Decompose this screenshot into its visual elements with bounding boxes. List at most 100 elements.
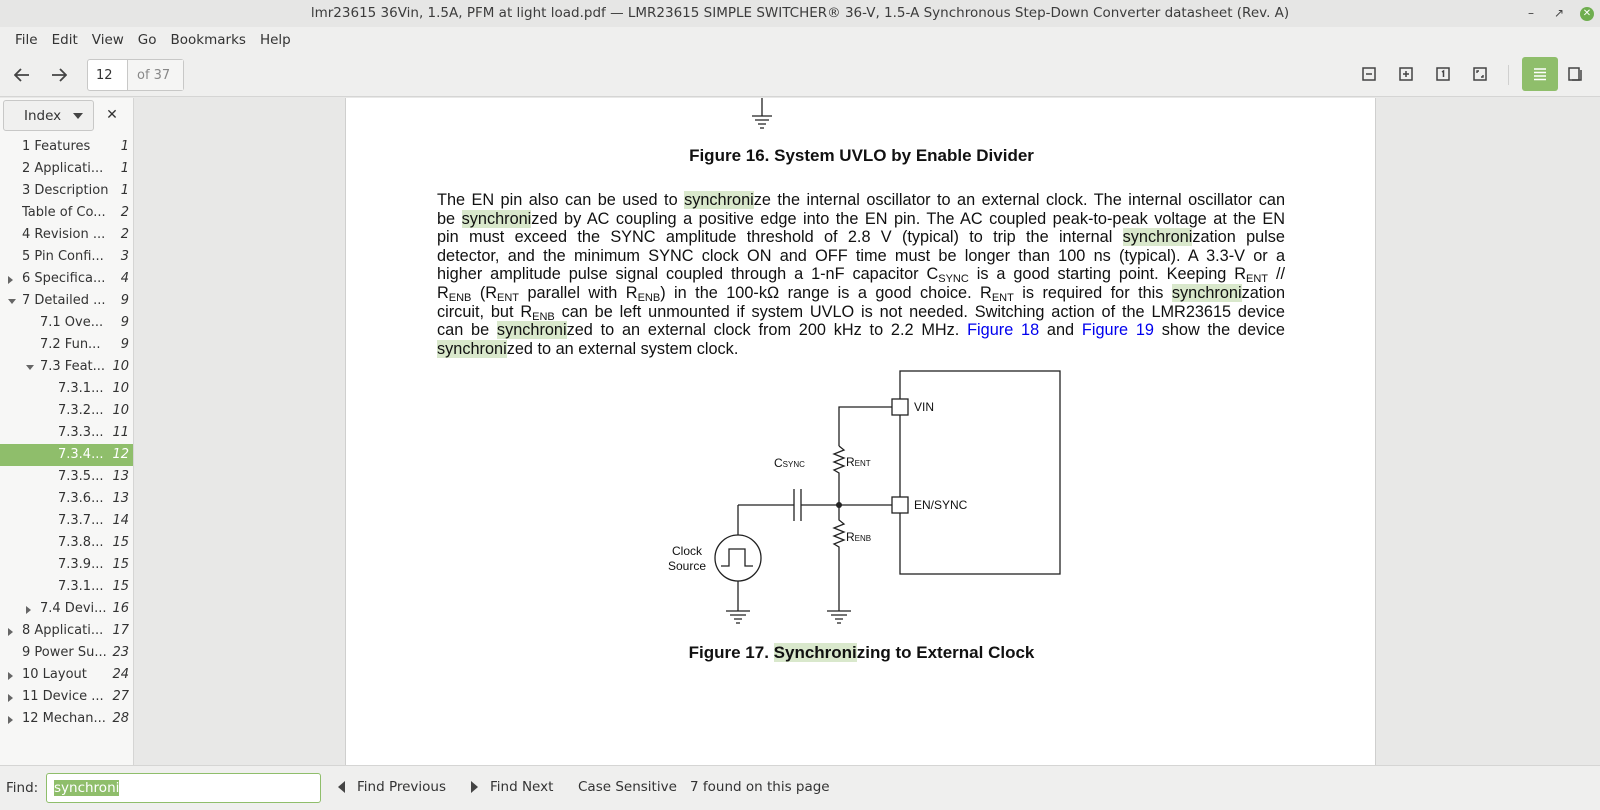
triangle-left-icon: [338, 781, 345, 793]
index-item-label: 9 Power Su...: [22, 645, 107, 660]
index-item[interactable]: 7.4 Devi...16: [0, 598, 133, 620]
index-item-label: 5 Pin Confi...: [22, 249, 104, 264]
find-previous-button[interactable]: Find Previous: [338, 779, 446, 795]
expander-closed-icon[interactable]: [26, 606, 31, 614]
zoom-in-icon[interactable]: [1393, 61, 1419, 87]
menu-help[interactable]: Help: [259, 32, 291, 48]
restore-icon[interactable]: ↗: [1553, 6, 1565, 20]
index-item-page: 15: [112, 557, 129, 572]
index-item-page: 4: [120, 271, 129, 286]
index-item-page: 28: [112, 711, 129, 726]
index-item[interactable]: 1 Features 1: [0, 136, 133, 158]
find-next-button[interactable]: Find Next: [471, 779, 553, 795]
zoom-out-icon[interactable]: [1356, 61, 1382, 87]
figure-19-link[interactable]: Figure 19: [1081, 321, 1154, 340]
index-item-label: 2 Applicati...: [22, 161, 104, 176]
index-item[interactable]: 8 Applicati...17: [0, 620, 133, 642]
menu-go[interactable]: Go: [137, 32, 157, 48]
find-bar: Find: synchroni Find Previous Find Next …: [0, 765, 1600, 810]
index-item-label: 8 Applicati...: [22, 623, 104, 638]
index-item-label: 4 Revision ...: [22, 227, 106, 242]
index-item-label: Table of Co...: [22, 205, 106, 220]
index-item[interactable]: 7.3.1... 15: [0, 576, 133, 598]
triangle-right-icon: [471, 781, 478, 793]
menu-edit[interactable]: Edit: [51, 32, 78, 48]
index-item-label: 7 Detailed ...: [22, 293, 106, 308]
index-item[interactable]: 7.2 Fun...9: [0, 334, 133, 356]
expander-open-icon[interactable]: [26, 365, 34, 370]
expander-closed-icon[interactable]: [8, 672, 13, 680]
index-item[interactable]: 7.3.3...11: [0, 422, 133, 444]
index-item[interactable]: 11 Device ...27: [0, 686, 133, 708]
index-item-label: 7.3.6...: [58, 491, 104, 506]
index-item-label: 7.3.9...: [58, 557, 104, 572]
index-item-label: 7.3.2...: [58, 403, 104, 418]
index-item-label: 7.3.1...: [58, 579, 104, 594]
expander-closed-icon[interactable]: [8, 716, 13, 724]
find-input[interactable]: synchroni: [46, 773, 321, 803]
index-item[interactable]: 7.3.4...12: [0, 444, 133, 466]
expander-closed-icon[interactable]: [8, 628, 13, 636]
label-vin: VIN: [914, 400, 935, 414]
figure-18-link[interactable]: Figure 18: [967, 321, 1040, 340]
case-sensitive-toggle[interactable]: Case Sensitive: [578, 779, 677, 795]
index-item[interactable]: 7.3.6...13: [0, 488, 133, 510]
sidebar-mode-select[interactable]: Index: [3, 100, 94, 131]
find-status: 7 found on this page: [690, 779, 830, 795]
document-viewer[interactable]: Figure 16. System UVLO by Enable Divider…: [135, 98, 1600, 765]
index-item[interactable]: 9 Power Su...23: [0, 642, 133, 664]
minimize-icon[interactable]: –: [1528, 6, 1534, 20]
index-item[interactable]: 7.3.1...10: [0, 378, 133, 400]
index-item[interactable]: 6 Specifica... 4: [0, 268, 133, 290]
index-item-page: 15: [112, 579, 129, 594]
index-item[interactable]: 12 Mechan...28: [0, 708, 133, 730]
index-item[interactable]: 5 Pin Confi... 3: [0, 246, 133, 268]
index-item[interactable]: Table of Co...2: [0, 202, 133, 224]
label-rent: RENT: [846, 455, 871, 469]
fit-page-icon[interactable]: [1467, 61, 1493, 87]
index-item[interactable]: 7.3.2...10: [0, 400, 133, 422]
index-item-label: 7.4 Devi...: [40, 601, 107, 616]
index-item-page: 10: [112, 359, 129, 374]
menu-file[interactable]: File: [15, 32, 38, 48]
forward-arrow-icon[interactable]: [45, 61, 73, 89]
expander-closed-icon[interactable]: [8, 276, 13, 284]
search-highlight: synchroni: [684, 191, 754, 209]
ground-symbol-icon: [752, 98, 772, 129]
menu-view[interactable]: View: [91, 32, 124, 48]
index-item-label: 7.1 Ove...: [40, 315, 104, 330]
menu-bookmarks[interactable]: Bookmarks: [170, 32, 246, 48]
find-query: synchroni: [54, 780, 120, 796]
back-arrow-icon[interactable]: [8, 61, 36, 89]
window-title: lmr23615 36Vin, 1.5A, PFM at light load.…: [310, 5, 1290, 21]
index-item[interactable]: 7.3.7...14: [0, 510, 133, 532]
current-page-input[interactable]: 12: [88, 60, 128, 90]
close-sidebar-icon[interactable]: ✕: [106, 107, 118, 123]
dual-page-icon[interactable]: [1563, 61, 1589, 87]
sidebar-toggle-button[interactable]: [1522, 57, 1558, 91]
expander-open-icon[interactable]: [8, 299, 16, 304]
sidebar-mode-label: Index: [24, 107, 62, 124]
title-bar: lmr23615 36Vin, 1.5A, PFM at light load.…: [0, 0, 1600, 27]
index-item-page: 15: [112, 535, 129, 550]
index-item[interactable]: 4 Revision ...2: [0, 224, 133, 246]
index-item[interactable]: 7.3 Feat...10: [0, 356, 133, 378]
expander-closed-icon[interactable]: [8, 694, 13, 702]
index-item[interactable]: 7.3.8...15: [0, 532, 133, 554]
index-item-label: 7.3.1...: [58, 381, 104, 396]
index-item-label: 1 Features: [22, 139, 91, 154]
index-item-label: 6 Specifica...: [22, 271, 106, 286]
index-item[interactable]: 7.3.5...13: [0, 466, 133, 488]
index-item[interactable]: 2 Applicati...1: [0, 158, 133, 180]
index-item-page: 3: [120, 249, 129, 264]
index-item[interactable]: 7.3.9... 15: [0, 554, 133, 576]
index-item[interactable]: 7.1 Ove...9: [0, 312, 133, 334]
close-window-icon[interactable]: ✕: [1580, 6, 1594, 21]
index-item-page: 1: [120, 139, 129, 154]
search-highlight: synchroni: [437, 339, 507, 358]
original-size-icon[interactable]: [1430, 61, 1456, 87]
index-item[interactable]: 7 Detailed ...9: [0, 290, 133, 312]
